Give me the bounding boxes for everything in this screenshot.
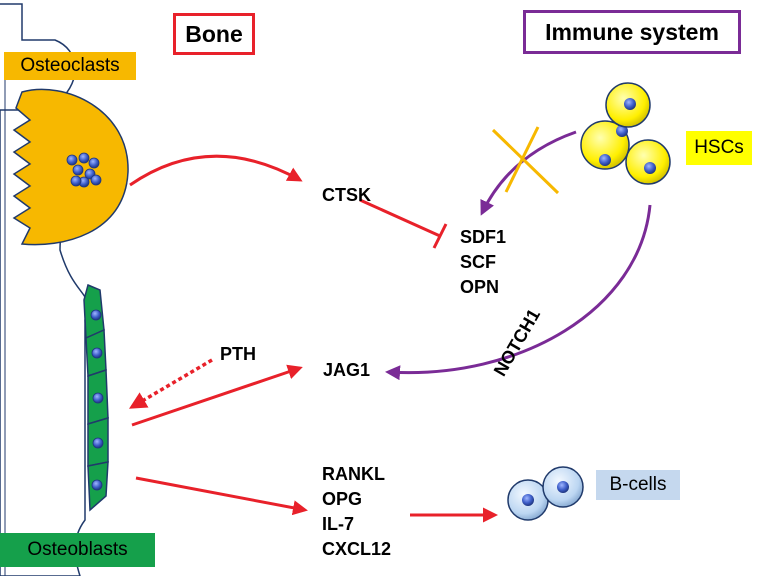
opn-label: OPN	[460, 277, 500, 297]
jag1-label: JAG1	[323, 360, 371, 380]
hsc-notch1-to-jag1-arrow	[385, 204, 652, 381]
rankl-label: RANKL	[322, 464, 385, 484]
scf-label: SCF	[460, 252, 496, 272]
cxcl12-label: CXCL12	[322, 539, 392, 559]
bone-header: Bone	[173, 13, 255, 55]
osteoblasts-label: Osteoblasts	[0, 533, 155, 567]
osteoblast-to-rankl-arrow	[135, 476, 308, 516]
inhibition-bar	[432, 223, 448, 249]
hsc-cluster	[580, 82, 671, 185]
block-cross-a	[491, 128, 560, 195]
osteoclast-to-ctsk-arrow	[129, 154, 303, 187]
immune-system-header: Immune system	[523, 10, 741, 54]
hscs-label: HSCs	[686, 131, 752, 165]
pth-label: PTH	[220, 344, 256, 364]
ctsk-inhibits-sdf1	[359, 198, 441, 238]
osteoclasts-label: Osteoclasts	[4, 52, 136, 80]
bcells-label: B-cells	[596, 470, 680, 500]
osteoblast-cells	[83, 283, 109, 512]
block-cross-b	[504, 126, 540, 193]
il7-label: IL-7	[322, 514, 355, 534]
osteoblast-to-jag1-arrow	[131, 364, 303, 427]
sdf1-label: SDF1	[460, 227, 507, 247]
pth-to-osteoblast-arrow	[128, 358, 213, 409]
opg-label: OPG	[322, 489, 363, 509]
bcell-pair	[507, 466, 584, 521]
osteoclast-cell	[12, 88, 129, 246]
ctsk-label: CTSK	[322, 185, 371, 205]
